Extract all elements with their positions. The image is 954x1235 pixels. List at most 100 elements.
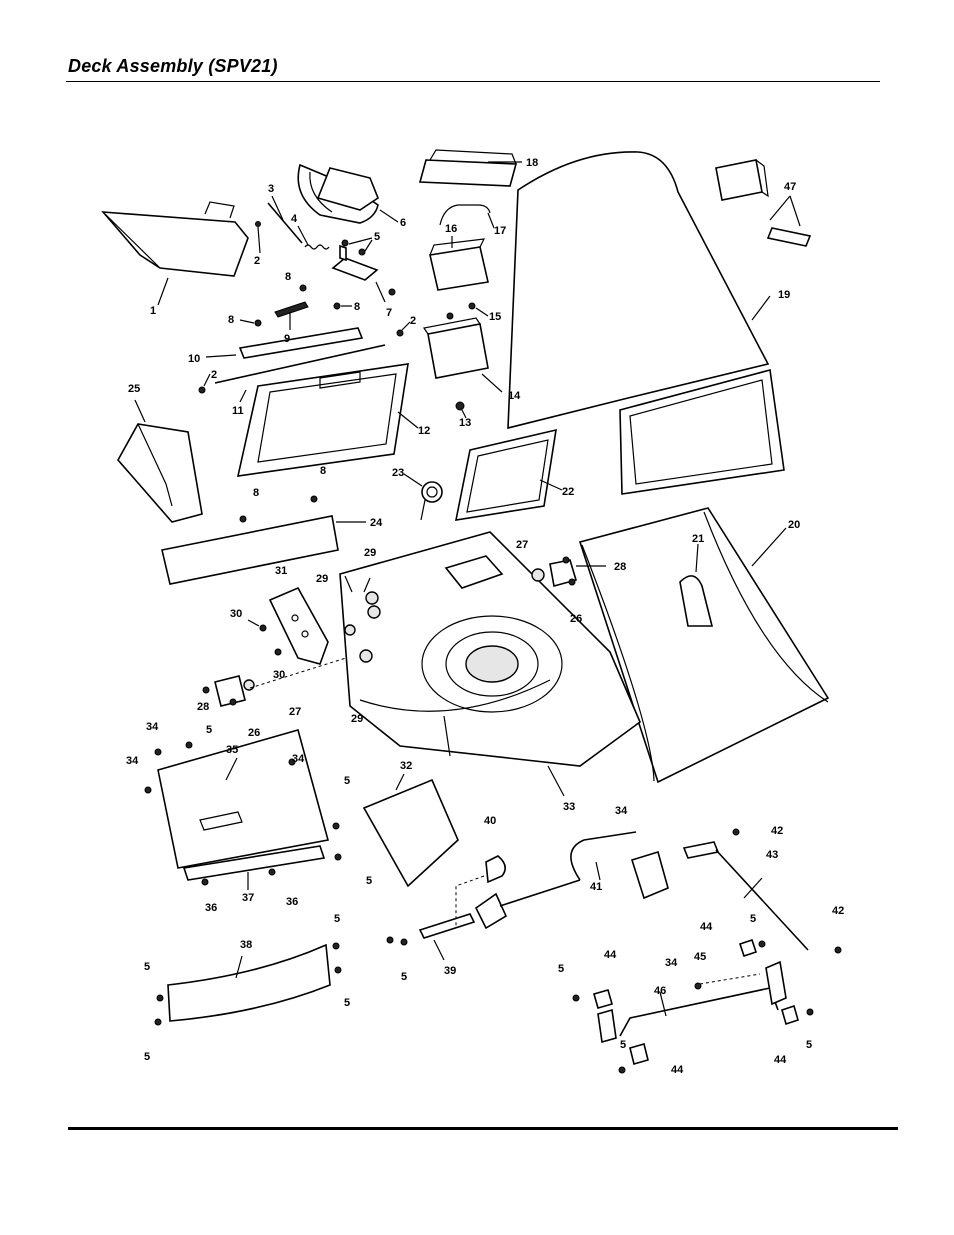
part-33-mower-deck <box>339 531 641 797</box>
parts-26-31-deck-hardware <box>202 556 606 707</box>
label-43: 43 <box>766 849 778 861</box>
label-32: 32 <box>400 760 412 772</box>
part-7-bracket <box>331 244 386 303</box>
label-29: 29 <box>316 573 328 585</box>
label-5: 5 <box>144 1051 150 1063</box>
parts-35-37-rear-skirt <box>144 729 342 890</box>
label-44: 44 <box>700 921 713 933</box>
label-26: 26 <box>570 613 582 625</box>
label-5: 5 <box>374 231 380 243</box>
label-45: 45 <box>694 951 706 963</box>
label-11: 11 <box>232 405 244 417</box>
label-5: 5 <box>750 913 756 925</box>
label-6: 6 <box>400 217 406 229</box>
page-title: Deck Assembly (SPV21) <box>68 56 278 76</box>
footer-rule <box>68 1127 898 1130</box>
label-37: 37 <box>242 892 254 904</box>
parts-39-41-height-adjuster <box>386 831 669 961</box>
part-20-21-bag-frame <box>578 507 830 784</box>
label-9: 9 <box>284 333 290 345</box>
label-17: 17 <box>494 225 506 237</box>
label-14: 14 <box>508 390 521 402</box>
label-34: 34 <box>665 957 678 969</box>
label-23: 23 <box>392 467 404 479</box>
label-5: 5 <box>366 875 372 887</box>
label-2: 2 <box>410 315 416 327</box>
label-8: 8 <box>253 487 259 499</box>
label-26: 26 <box>248 727 260 739</box>
label-2: 2 <box>254 255 260 267</box>
label-4: 4 <box>291 213 298 225</box>
label-21: 21 <box>692 533 704 545</box>
label-29: 29 <box>364 547 376 559</box>
label-30: 30 <box>230 608 242 620</box>
parts-13-18-battery <box>418 149 522 419</box>
label-44: 44 <box>671 1064 684 1076</box>
part-10-plate <box>205 327 364 359</box>
part-24-plate <box>161 495 366 585</box>
part-19-grass-bag <box>507 151 785 495</box>
header-rule <box>66 81 880 82</box>
label-22: 22 <box>562 486 574 498</box>
label-34: 34 <box>126 755 139 767</box>
label-25: 25 <box>128 383 140 395</box>
callout-labels: 1 2 3 4 5 6 7 8 8 8 9 2 10 2 11 12 13 14… <box>126 157 844 1076</box>
label-20: 20 <box>788 519 800 531</box>
part-1-deflector <box>101 201 249 306</box>
label-46: 46 <box>654 985 666 997</box>
label-35: 35 <box>226 744 238 756</box>
label-27: 27 <box>289 706 301 718</box>
label-33: 33 <box>563 801 575 813</box>
label-40: 40 <box>484 815 496 827</box>
label-15: 15 <box>489 311 501 323</box>
label-5: 5 <box>206 724 212 736</box>
label-44: 44 <box>774 1054 787 1066</box>
label-7: 7 <box>386 307 392 319</box>
label-8: 8 <box>228 314 234 326</box>
label-24: 24 <box>370 517 383 529</box>
label-3: 3 <box>268 183 274 195</box>
label-36: 36 <box>286 896 298 908</box>
part-38-curved-skirt <box>154 942 342 1026</box>
label-36: 36 <box>205 902 217 914</box>
label-42: 42 <box>771 825 783 837</box>
part-6-grip <box>297 163 399 224</box>
label-5: 5 <box>401 971 407 983</box>
parts-42-46-rear-axle <box>572 828 842 1074</box>
label-5: 5 <box>558 963 564 975</box>
part-12-frame <box>236 363 419 477</box>
label-1: 1 <box>150 305 156 317</box>
label-44: 44 <box>604 949 617 961</box>
label-34: 34 <box>292 753 305 765</box>
label-28: 28 <box>614 561 626 573</box>
label-39: 39 <box>444 965 456 977</box>
label-19: 19 <box>778 289 790 301</box>
parts-2-3-4-rod-spring <box>255 195 330 254</box>
label-5: 5 <box>344 775 350 787</box>
label-16: 16 <box>445 223 457 235</box>
label-18: 18 <box>526 157 538 169</box>
label-28: 28 <box>197 701 209 713</box>
label-34: 34 <box>615 805 628 817</box>
label-12: 12 <box>418 425 430 437</box>
label-38: 38 <box>240 939 252 951</box>
part-22-screen <box>454 428 563 521</box>
part-23-spring <box>403 473 443 521</box>
label-42: 42 <box>832 905 844 917</box>
label-8: 8 <box>320 465 326 477</box>
parts-8-9 <box>239 284 411 337</box>
label-5: 5 <box>620 1039 626 1051</box>
label-8: 8 <box>285 271 291 283</box>
label-5: 5 <box>806 1039 812 1051</box>
part-5-screws-top <box>341 237 373 256</box>
label-41: 41 <box>590 881 602 893</box>
label-29: 29 <box>351 713 363 725</box>
label-5: 5 <box>334 913 340 925</box>
part-25-chute <box>117 399 203 523</box>
label-5: 5 <box>344 997 350 1009</box>
label-30: 30 <box>273 669 285 681</box>
label-2: 2 <box>211 369 217 381</box>
part-32-cover <box>362 773 459 888</box>
label-31: 31 <box>275 565 287 577</box>
